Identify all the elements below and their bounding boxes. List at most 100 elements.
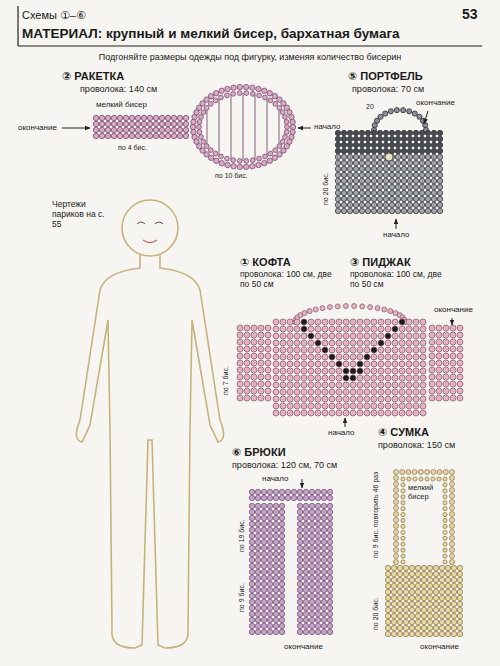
bead [267, 509, 272, 514]
bead [403, 595, 408, 600]
bead [429, 374, 435, 380]
bead [371, 130, 376, 135]
bead [204, 144, 209, 149]
bead [321, 599, 326, 604]
bead [268, 98, 273, 103]
bead [279, 527, 284, 532]
bead [401, 560, 405, 564]
bead [378, 375, 384, 381]
bead [437, 190, 442, 195]
bead [93, 133, 98, 138]
bead [297, 551, 302, 556]
bead [320, 306, 325, 311]
bead [327, 509, 332, 514]
bead [303, 563, 308, 568]
bead [303, 509, 308, 514]
bead [267, 91, 272, 96]
bead [389, 166, 394, 171]
bead [401, 477, 405, 481]
bead [297, 629, 302, 634]
bead [265, 325, 271, 331]
bead [450, 536, 455, 541]
bead [315, 605, 320, 610]
bead [364, 375, 370, 381]
doll-figure [76, 200, 223, 648]
bead-count: 20 [366, 103, 374, 111]
bead [321, 575, 326, 580]
bead [327, 581, 332, 586]
doll-body [76, 255, 223, 648]
bead [385, 613, 390, 618]
leader-arrow [396, 219, 397, 229]
bead [443, 477, 447, 481]
bead [251, 325, 257, 331]
bead [327, 545, 332, 550]
bead [327, 521, 332, 526]
bead [371, 410, 377, 416]
bead [141, 115, 146, 120]
bead [309, 563, 314, 568]
bead [309, 527, 314, 532]
bead [279, 533, 284, 538]
bead [445, 583, 450, 588]
bead [350, 326, 356, 332]
bead [153, 115, 158, 120]
bead [359, 136, 364, 141]
bead [413, 354, 419, 360]
bead [399, 368, 405, 374]
bead [171, 121, 176, 126]
bead [201, 110, 206, 115]
bead [457, 353, 463, 359]
bead [401, 483, 405, 487]
bead [321, 623, 326, 628]
bead [407, 154, 412, 159]
bead [457, 613, 462, 618]
bead [301, 319, 307, 325]
wire-length: проволока: 150 см [378, 440, 455, 450]
bead [407, 136, 412, 141]
bead [443, 381, 449, 387]
bead [309, 593, 314, 598]
doll-eye [137, 222, 145, 224]
bead [427, 601, 432, 606]
bead [329, 375, 335, 381]
bead [255, 563, 260, 568]
bead [321, 617, 326, 622]
bead [322, 389, 328, 395]
bead-count: по 9 бис. повторить 46 раз [372, 472, 380, 558]
bead [439, 589, 444, 594]
bead [277, 105, 282, 110]
bead [450, 346, 456, 352]
bead [321, 539, 326, 544]
bead [301, 396, 307, 402]
wire-strand [267, 99, 268, 156]
bead [249, 557, 254, 562]
bead [401, 136, 406, 141]
item-heading: ② РАКЕТКА [62, 70, 124, 83]
doll-mouth [143, 240, 157, 243]
bead [327, 557, 332, 562]
bead [413, 403, 419, 409]
bead [377, 166, 382, 171]
bead [401, 142, 406, 147]
bead [413, 477, 417, 481]
bead [322, 403, 328, 409]
bead [341, 136, 346, 141]
bead [153, 133, 158, 138]
bead [208, 155, 213, 160]
bead [297, 503, 302, 508]
bead [433, 595, 438, 600]
bead [409, 577, 414, 582]
bead [451, 619, 456, 624]
bead [258, 367, 264, 373]
bead [443, 346, 449, 352]
bead [327, 533, 332, 538]
bead [371, 208, 376, 213]
bead [401, 190, 406, 195]
bead [421, 619, 426, 624]
bead [273, 617, 278, 622]
bead [403, 583, 408, 588]
bead [105, 115, 110, 120]
bead [329, 319, 335, 325]
bead [392, 326, 398, 332]
